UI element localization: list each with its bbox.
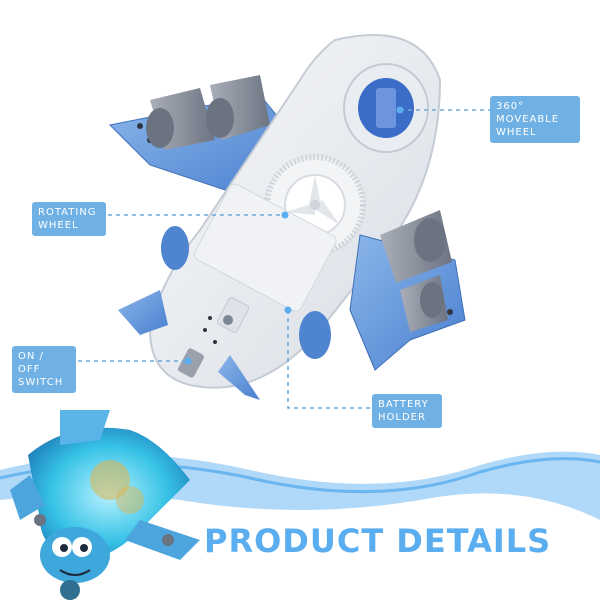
tail-fin-right [218, 355, 260, 400]
side-wheel-right [299, 311, 331, 359]
on-off-switch [178, 348, 204, 378]
tail-fin-left [118, 290, 168, 335]
side-wheel-left [161, 226, 189, 270]
engine-right-2 [400, 275, 448, 332]
moveable-wheel-360 [343, 63, 429, 153]
glowing-toy-airplane [10, 410, 200, 600]
engine-right-1 [380, 210, 452, 283]
label-360-moveable-wheel: 360° MOVEABLE WHEEL [490, 96, 580, 143]
callout-lines [70, 109, 490, 409]
label-battery-holder: BATTERY HOLDER [372, 394, 442, 428]
label-rotating-wheel: ROTATING WHEEL [32, 202, 106, 236]
engine-left-2 [206, 75, 270, 140]
lower-right-wing [349, 210, 466, 371]
label-on-off-switch: ON / OFF SWITCH [12, 346, 76, 393]
product-details-title: PRODUCT DETAILS [204, 522, 552, 560]
engine-left-1 [146, 88, 215, 150]
battery-cover [193, 183, 337, 312]
